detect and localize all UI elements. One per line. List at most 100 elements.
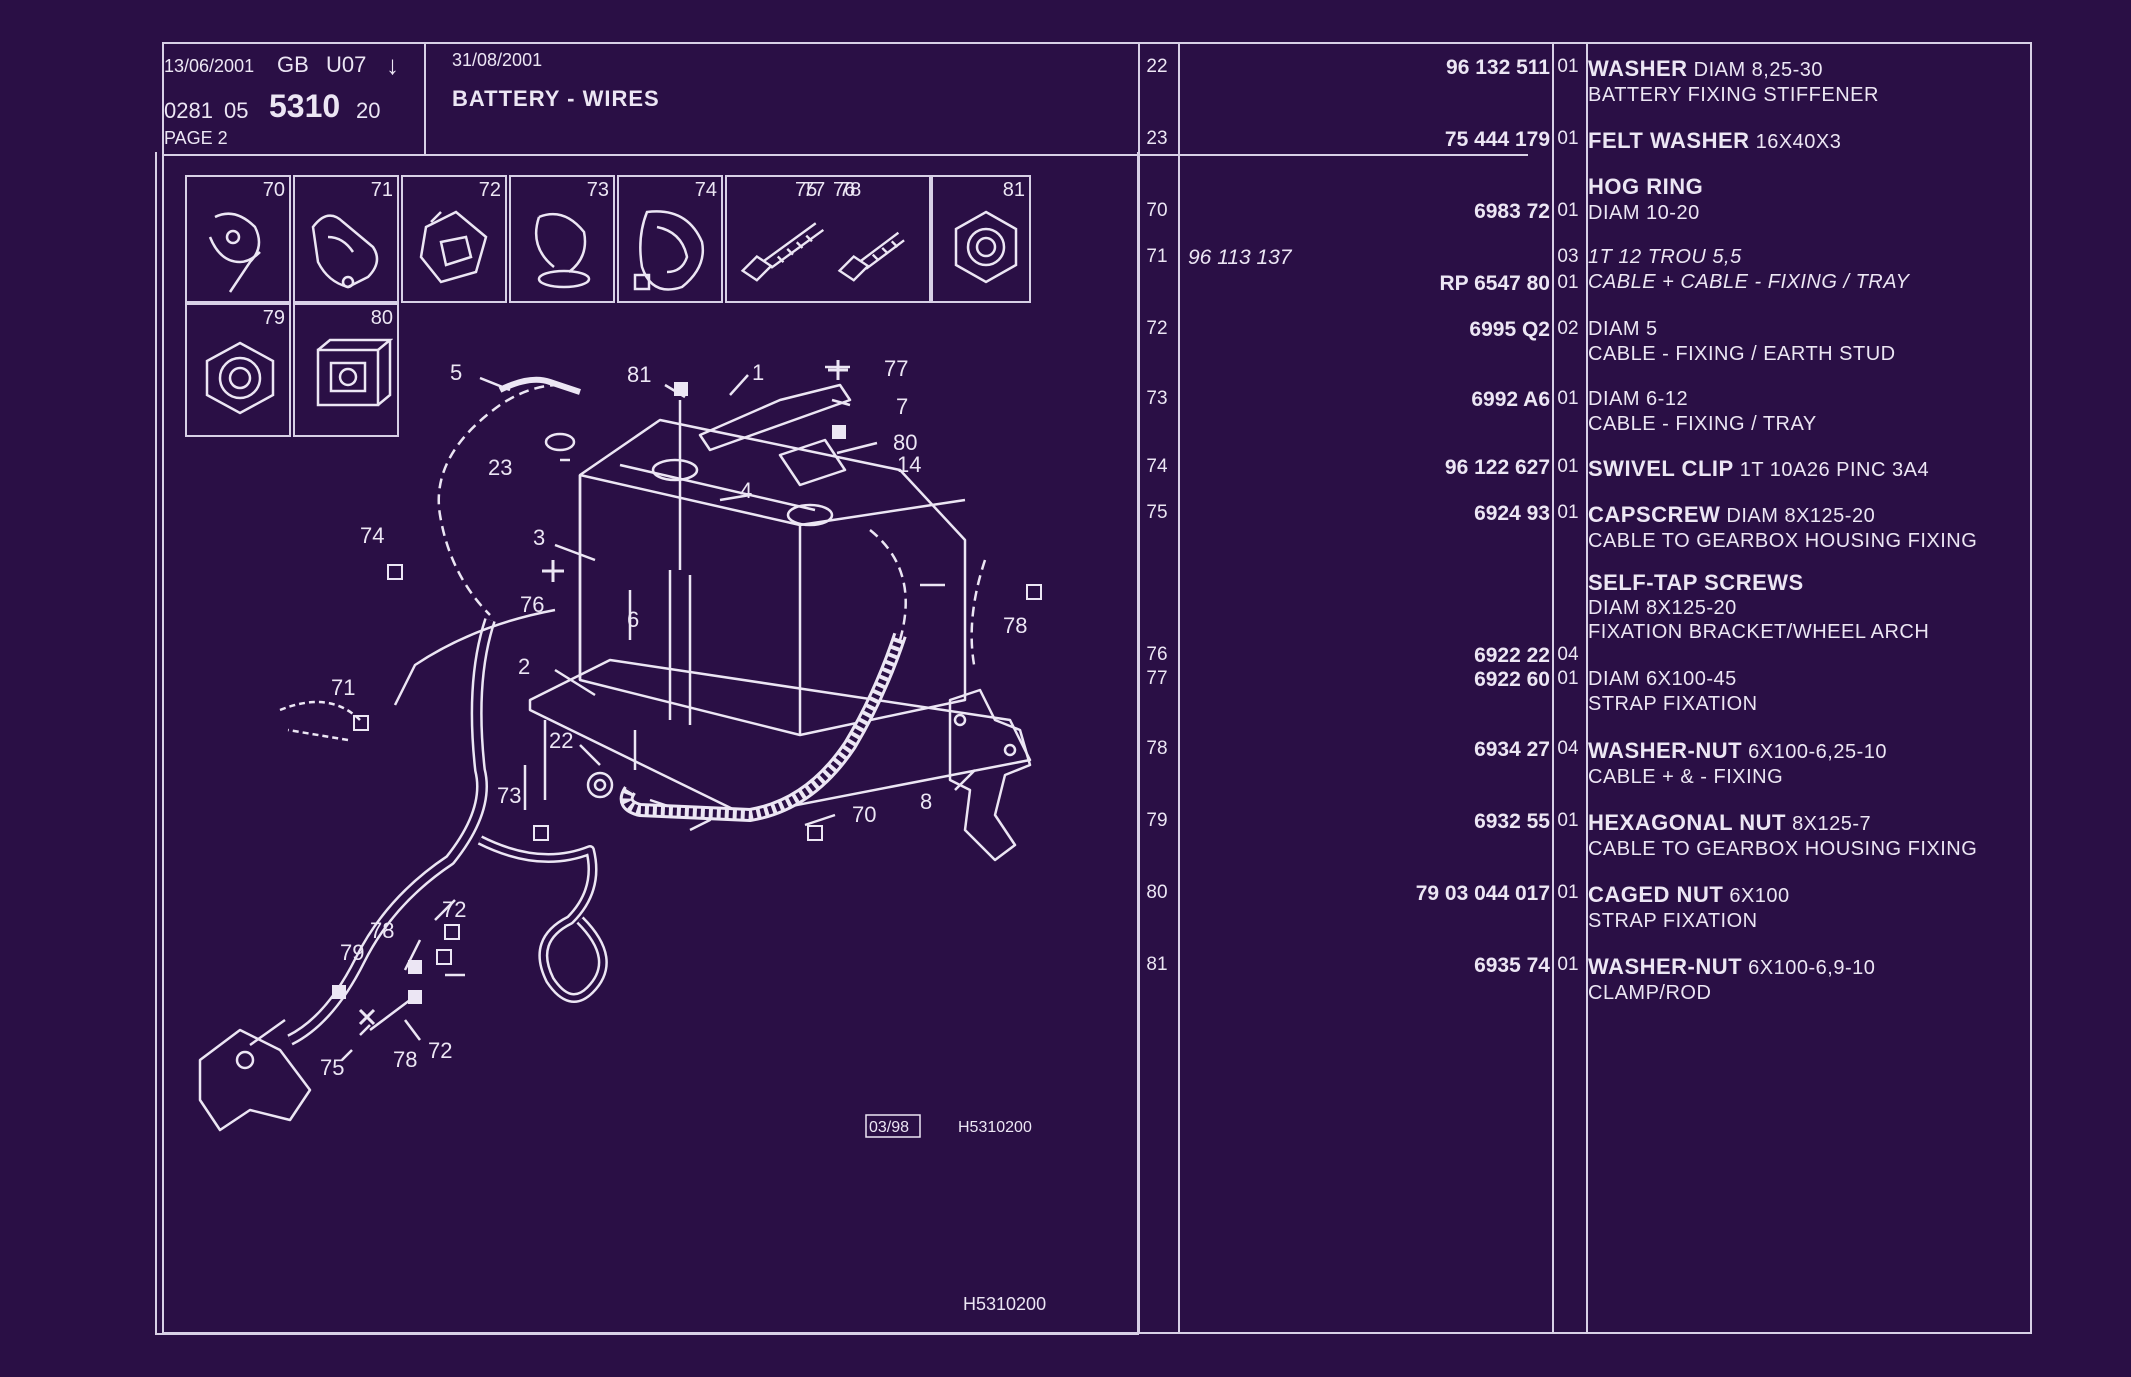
table-row: 23 75 444 179 01 FELT WASHER 16X40X3 [162, 128, 2032, 153]
thumbnail-number: 77 [803, 179, 826, 201]
part-spec: 6X100-6,9-10 [1748, 957, 1876, 979]
thumbnail-number: 74 [694, 179, 717, 201]
callout-81: 81 [627, 362, 651, 387]
part-reference: RP 6547 80 [1439, 272, 1550, 295]
part-quantity-alt: 03 [1557, 246, 1579, 267]
part-spec: 6X100 [1729, 885, 1790, 907]
capscrew-icon [740, 222, 905, 282]
header-date-right: 31/08/2001 [452, 50, 543, 70]
thumbnail-number: 76 [833, 179, 856, 201]
table-divider [1552, 44, 1554, 1332]
thumbnail-caged-nut: 80 [293, 303, 399, 437]
thumbnail-number: 75 [795, 179, 818, 201]
part-spec: DIAM 8X125-20 [1726, 505, 1876, 527]
table-row: 74 96 122 627 01 SWIVEL CLIP 1T 10A26 PI… [162, 456, 2032, 481]
callout-8: 8 [920, 789, 932, 814]
hex-nut-icon [205, 341, 275, 415]
part-index: 77 [1146, 668, 1168, 689]
part-quantity: 01 [1557, 882, 1579, 903]
callout-3: 3 [533, 525, 545, 550]
part-reference: 6983 72 [1474, 200, 1550, 223]
part-index: 71 [1146, 246, 1168, 267]
part-index: 70 [1146, 200, 1168, 221]
thumbnail-hog-ring: 70 [185, 175, 291, 303]
callout-6: 6 [627, 607, 639, 632]
callout-79: 79 [340, 940, 364, 965]
part-name: HOG RING [1588, 174, 1704, 199]
tray-clip-icon [534, 212, 591, 289]
part-spec: 6X100-6,25-10 [1748, 741, 1887, 763]
header-ref-group: 05 [224, 98, 249, 123]
hog-ring-icon [208, 212, 261, 293]
callout-78: 78 [393, 1047, 417, 1072]
diagram-frame [155, 152, 1139, 1335]
part-reference-alt: 96 113 137 [1188, 246, 1292, 269]
header-date-left: 13/06/2001 [164, 56, 255, 76]
callout-23: 23 [488, 455, 512, 480]
part-usage: CABLE - FIXING / TRAY [1588, 413, 1817, 435]
down-arrow-icon: ↓ [386, 50, 399, 80]
part-index: 23 [1146, 128, 1168, 149]
thumbnail-divider: 77 78 [803, 175, 931, 303]
thumbnail-number: 79 [262, 307, 285, 329]
part-usage: CABLE TO GEARBOX HOUSING FIXING [1588, 838, 1978, 860]
part-quantity: 02 [1557, 318, 1579, 339]
page-title: BATTERY - WIRES [452, 86, 660, 111]
part-quantity: 01 [1557, 668, 1579, 689]
table-divider [1138, 44, 1140, 1332]
part-usage: CLAMP/ROD [1588, 982, 1712, 1004]
callout-72: 72 [428, 1038, 452, 1063]
part-reference: 75 444 179 [1444, 128, 1550, 151]
callout-22: 22 [549, 728, 573, 753]
part-spec: 1T 10A26 PINC 3A4 [1739, 459, 1930, 481]
callout-72: 72 [442, 897, 466, 922]
part-reference: 6935 74 [1474, 954, 1550, 977]
part-spec: DIAM 8X125-20 [1588, 597, 1737, 619]
caged-nut-icon [316, 338, 393, 407]
part-usage: CABLE + CABLE - FIXING / TRAY [1588, 271, 1910, 293]
part-index: 79 [1146, 810, 1168, 831]
part-name: CAPSCREW [1588, 502, 1721, 527]
drawing-reference-bottom: H5310200 [963, 1294, 1046, 1314]
callout-7: 7 [896, 394, 908, 419]
part-reference: 6922 22 [1474, 644, 1550, 667]
part-name: SWIVEL CLIP [1588, 456, 1734, 481]
part-name: HEXAGONAL NUT [1588, 810, 1786, 835]
swivel-clip-icon [633, 210, 705, 291]
part-name: SELF-TAP SCREWS [1588, 570, 1804, 595]
part-description: SWIVEL CLIP 1T 10A26 PINC 3A4 [1588, 456, 1929, 482]
callout-5: 5 [450, 360, 462, 385]
part-usage: DIAM 10-20 [1588, 202, 1700, 224]
callout-73: 73 [497, 783, 521, 808]
thumbnail-number: 71 [370, 179, 393, 201]
part-reference: 6922 60 [1474, 668, 1550, 691]
header-page: PAGE 2 [164, 128, 228, 148]
part-spec: 8X125-7 [1792, 813, 1872, 835]
thumbnail-number: 81 [1002, 179, 1025, 201]
thumbnail-tray-clip: 73 [509, 175, 615, 303]
part-index: 73 [1146, 388, 1168, 409]
thumbnail-hex-nut: 79 [185, 303, 291, 437]
callout-78: 78 [370, 918, 394, 943]
thumbnail-washer-nut: 81 [931, 175, 1031, 303]
callout-70: 70 [852, 802, 876, 827]
part-reference: 79 03 044 017 [1415, 882, 1550, 905]
part-index: 80 [1146, 882, 1168, 903]
part-reference: 96 132 511 [1446, 56, 1550, 79]
part-spec: DIAM 6X100-45 [1588, 668, 1737, 690]
part-reference: 6992 A6 [1471, 388, 1550, 411]
part-usage: CABLE - FIXING / EARTH STUD [1588, 343, 1896, 365]
